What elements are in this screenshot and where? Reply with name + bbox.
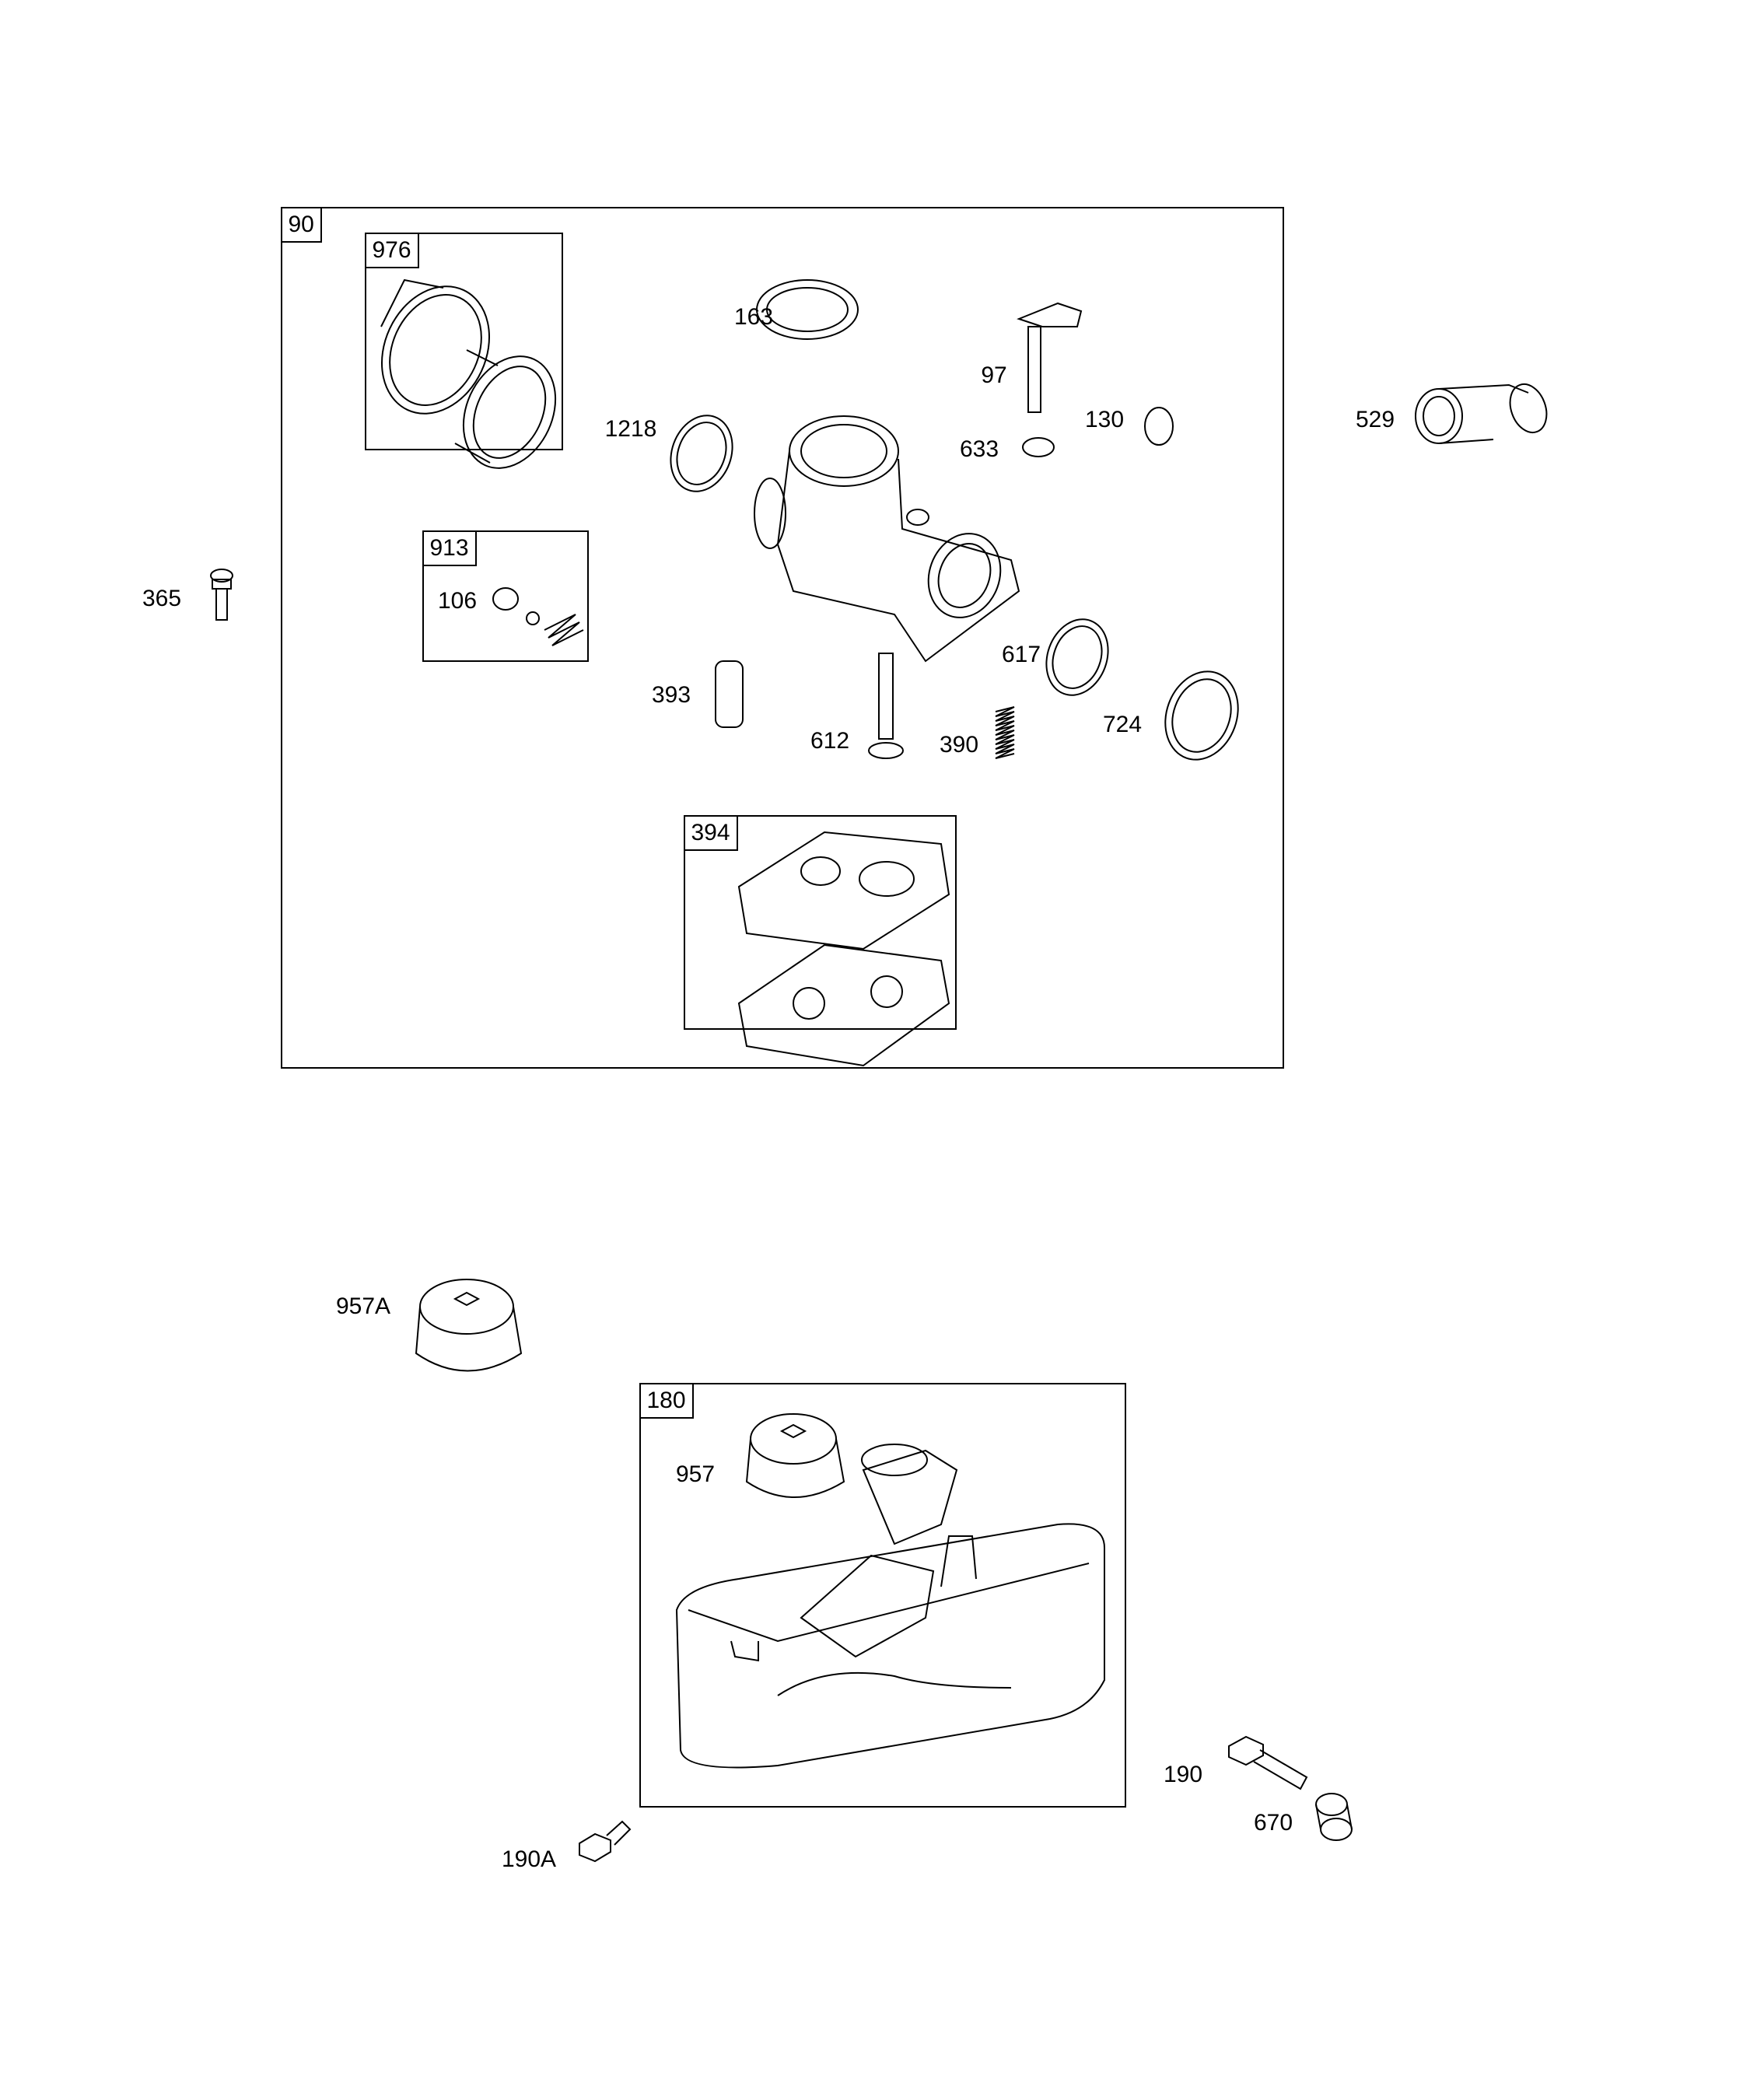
group-tag-180: 180 <box>639 1382 694 1419</box>
air-cleaner-part-976 <box>380 278 557 469</box>
seal-633 <box>1022 437 1055 457</box>
elbow-529 <box>1415 383 1548 444</box>
screw-365 <box>210 569 233 621</box>
group-box-976: 976 <box>364 232 563 450</box>
screw-190A <box>579 1820 632 1863</box>
callout-130: 130 <box>1084 407 1125 432</box>
gasket-1218 <box>670 415 733 492</box>
callout-617: 617 <box>1001 642 1041 667</box>
group-box-90: 90 <box>280 206 1284 1069</box>
callout-390: 390 <box>939 732 979 758</box>
group-tag-976: 976 <box>364 232 419 268</box>
bowl-nut-612 <box>868 653 904 759</box>
fuel-cap-957A <box>415 1279 523 1372</box>
spacer-670 <box>1315 1793 1353 1841</box>
callout-190: 190 <box>1163 1762 1203 1787</box>
callout-957A: 957A <box>335 1293 391 1319</box>
screen-393 <box>715 660 744 728</box>
callout-724: 724 <box>1102 712 1143 737</box>
gasket-617 <box>1045 618 1109 696</box>
group-box-180: 180 <box>639 1382 1126 1808</box>
gasket-724 <box>1164 670 1239 761</box>
group-tag-394: 394 <box>683 814 738 851</box>
fuel-cap-957 <box>745 1413 845 1498</box>
group-tag-90: 90 <box>280 206 322 243</box>
group-box-394: 394 <box>683 814 957 1030</box>
group-tag-913: 913 <box>422 530 477 566</box>
callout-365: 365 <box>142 586 182 611</box>
bolt-190 <box>1228 1735 1308 1790</box>
spring-390 <box>995 706 1015 759</box>
callout-393: 393 <box>651 682 691 708</box>
callout-633: 633 <box>959 436 999 462</box>
gasket-163 <box>756 279 859 340</box>
gasket-set-394 <box>737 831 950 1067</box>
callout-163: 163 <box>733 304 774 330</box>
plate-130 <box>1144 407 1174 446</box>
callout-957: 957 <box>675 1461 716 1487</box>
callout-529: 529 <box>1355 407 1395 432</box>
callout-106: 106 <box>437 588 478 614</box>
fuel-tank <box>675 1444 1105 1769</box>
callout-670: 670 <box>1253 1810 1293 1836</box>
throttle-shaft-97 <box>1017 302 1083 413</box>
callout-190A: 190A <box>501 1846 557 1872</box>
group-box-913: 913 <box>422 530 589 662</box>
callout-97: 97 <box>981 362 1007 388</box>
callout-612: 612 <box>810 728 850 754</box>
needle-parts-913 <box>492 587 584 646</box>
callout-1218: 1218 <box>604 416 657 442</box>
carburetor-body <box>754 415 1020 663</box>
